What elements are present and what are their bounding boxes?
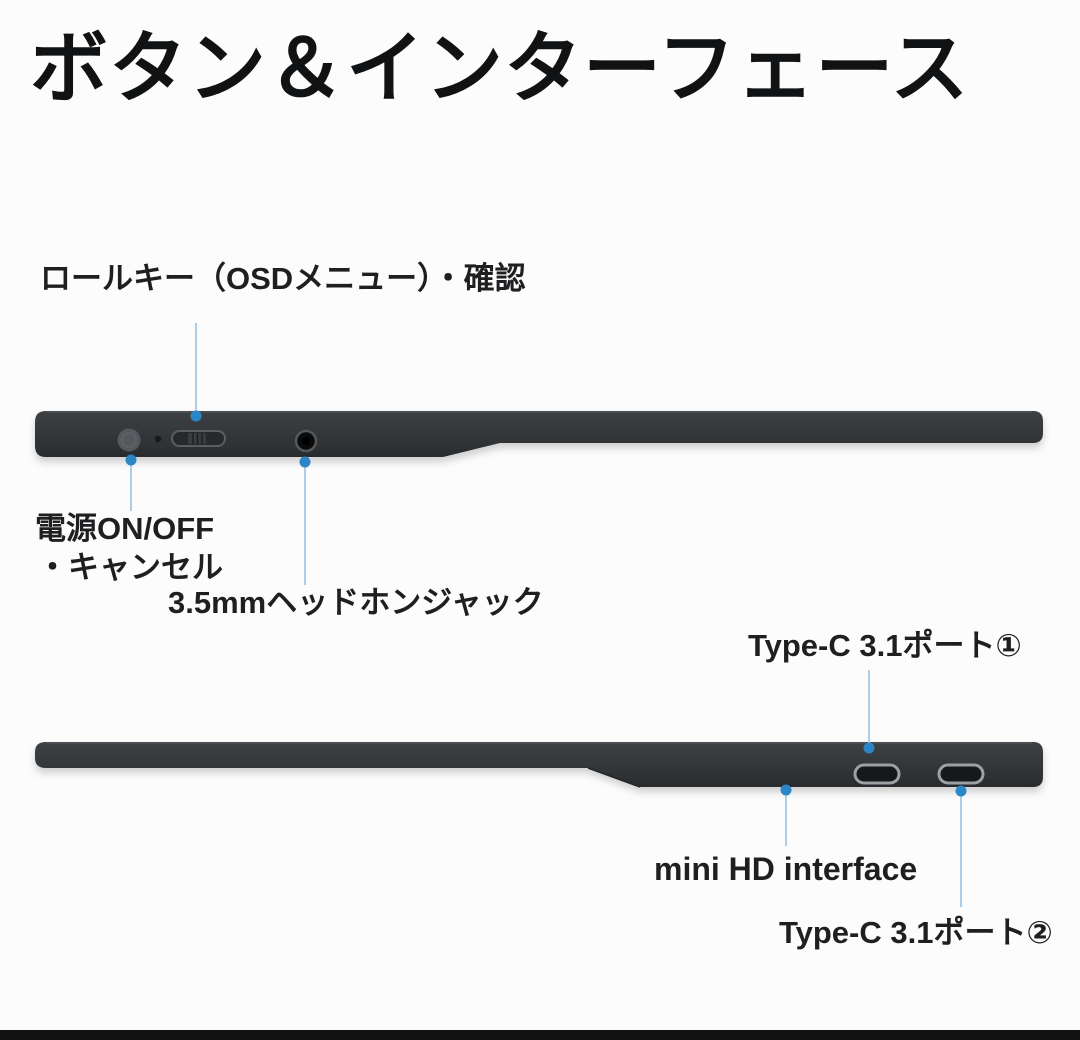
power-button-ring xyxy=(121,432,137,448)
headphone-jack xyxy=(294,429,318,453)
monitor-bottom-edge xyxy=(35,742,1043,788)
roll-key xyxy=(171,430,226,447)
status-led xyxy=(154,435,162,443)
callout-lines xyxy=(130,323,962,907)
callout-dot-jack xyxy=(299,456,311,468)
callout-dots xyxy=(125,410,967,797)
footer-bar xyxy=(0,1030,1080,1040)
callout-dot-type-c-1 xyxy=(863,742,875,754)
label-power-cancel: ・キャンセル xyxy=(37,550,223,585)
callout-dot-roll-key xyxy=(190,410,202,422)
type-c-port-1 xyxy=(853,763,901,785)
callout-dot-power xyxy=(125,454,137,466)
bottom-edge-body xyxy=(35,742,1043,787)
label-type-c-port-2: Type-C 3.1ポート② xyxy=(779,915,1053,950)
top-edge-body xyxy=(35,411,1043,457)
label-roll-key: ロールキー（OSDメニュー）・確認 xyxy=(40,261,526,296)
type-c-port-2 xyxy=(937,763,985,785)
monitor-top-edge xyxy=(35,411,1043,457)
page-title: ボタン＆インターフェース xyxy=(30,24,970,112)
label-type-c-port-1: Type-C 3.1ポート① xyxy=(748,628,1022,663)
callout-dot-mini-hd xyxy=(780,784,792,796)
power-button xyxy=(117,428,141,452)
mini-hd-edge xyxy=(587,767,641,788)
label-mini-hd-interface: mini HD interface xyxy=(654,851,918,887)
label-power-on-off: 電源ON/OFF xyxy=(35,511,215,546)
callout-dot-type-c-2 xyxy=(955,785,967,797)
label-headphone-jack: 3.5mmヘッドホンジャック xyxy=(168,585,544,620)
